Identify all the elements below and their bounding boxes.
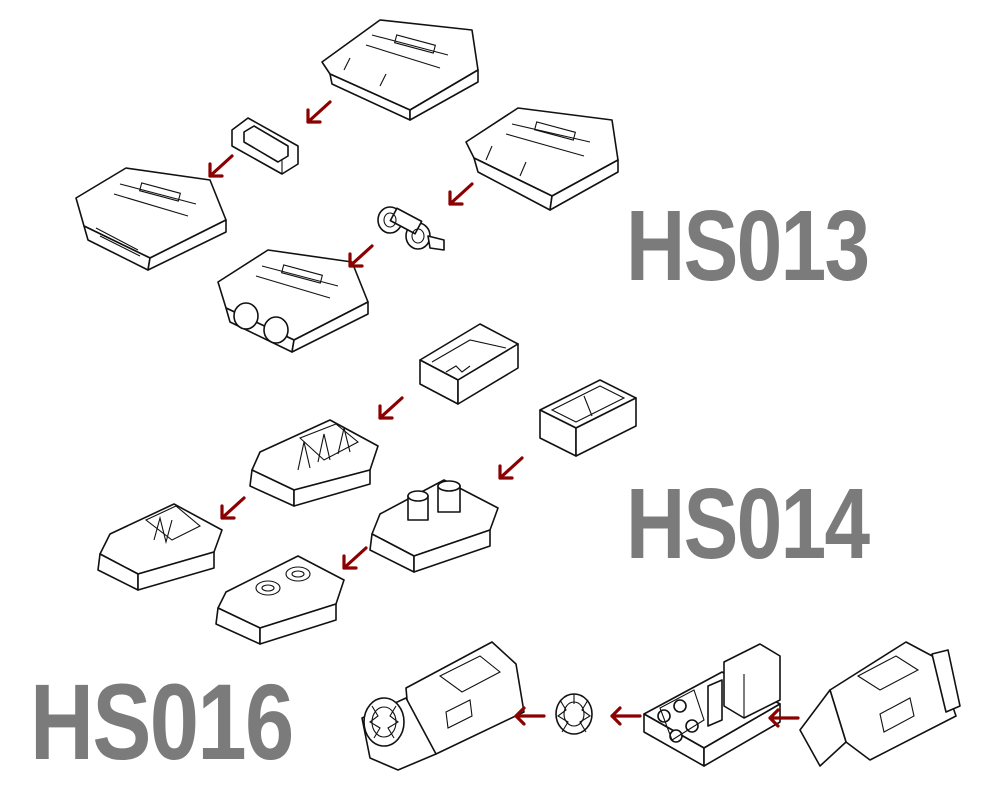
hs014-base-finned bbox=[249, 419, 379, 507]
hs016-assembly-right bbox=[799, 641, 961, 767]
arrow-left-down-icon bbox=[220, 496, 246, 520]
arrow-left-down-icon bbox=[348, 244, 374, 268]
arrow-left-icon bbox=[610, 706, 642, 726]
arrow-left-down-icon bbox=[498, 456, 524, 480]
hs013-plate-pegged bbox=[217, 249, 369, 353]
hs014-block-open bbox=[419, 323, 519, 405]
arrow-left-down-icon bbox=[378, 396, 404, 420]
arrow-left-down-icon bbox=[306, 100, 332, 124]
hs013-connector-clip bbox=[231, 117, 299, 175]
arrow-left-down-icon bbox=[208, 154, 234, 178]
label-hs013: HS013 bbox=[626, 190, 870, 302]
hs014-base-post bbox=[369, 479, 499, 573]
hs013-plate-top bbox=[321, 19, 479, 121]
hs016-assembly-left bbox=[361, 641, 525, 771]
hs016-gear-socket bbox=[555, 693, 593, 735]
hs013-twin-peg bbox=[377, 206, 445, 251]
arrow-left-down-icon bbox=[448, 182, 474, 206]
label-hs014: HS014 bbox=[626, 468, 870, 580]
hs014-base-twin-socket bbox=[215, 555, 345, 645]
hs013-plate-left bbox=[75, 167, 227, 271]
label-hs016: HS016 bbox=[30, 661, 294, 782]
hs016-mount-block bbox=[643, 643, 781, 767]
arrow-left-icon bbox=[768, 708, 800, 728]
hs014-base-slot bbox=[97, 503, 223, 591]
arrow-left-down-icon bbox=[342, 546, 368, 570]
arrow-left-icon bbox=[514, 706, 546, 726]
hs013-plate-right bbox=[465, 107, 619, 211]
hs014-block-box bbox=[539, 379, 637, 457]
